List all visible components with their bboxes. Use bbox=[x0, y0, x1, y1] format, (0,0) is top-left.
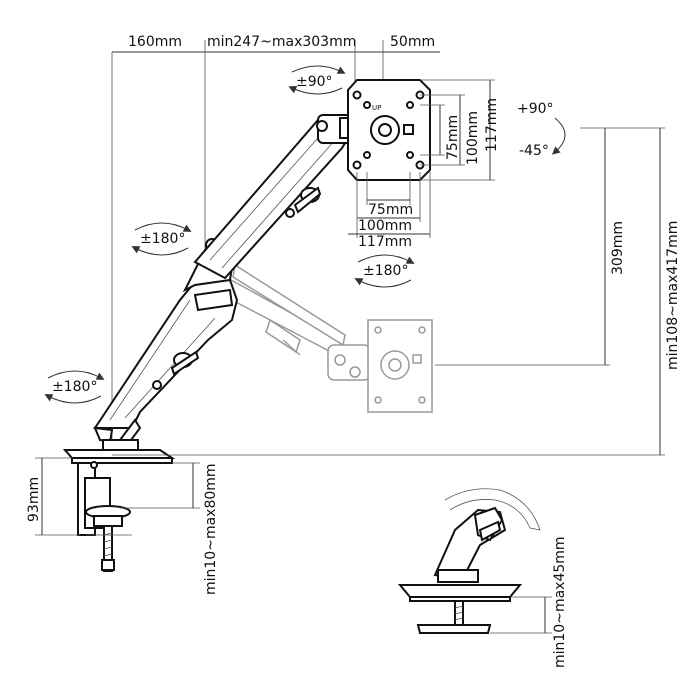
tilt-down-label: -45° bbox=[519, 143, 549, 159]
tilt-up-label: +90° bbox=[517, 101, 554, 117]
vesa-h-75-label: 75mm bbox=[445, 115, 461, 160]
dim-50mm-label: 50mm bbox=[390, 34, 435, 50]
vesa-w-100-label: 100mm bbox=[358, 218, 412, 234]
vesa-width-dims bbox=[348, 172, 431, 238]
clamp-height-label: 93mm bbox=[26, 477, 42, 522]
rotate-upper-icon bbox=[131, 222, 192, 256]
ghost-arm-lowered bbox=[220, 263, 433, 413]
grommet-mount bbox=[397, 488, 541, 634]
height-range-label: min108~max417mm bbox=[665, 221, 681, 370]
clamp-dims bbox=[35, 457, 200, 536]
height-dims bbox=[112, 127, 665, 456]
vesa-w-75-label: 75mm bbox=[368, 202, 413, 218]
rotate-head-icon bbox=[288, 65, 346, 95]
height-309-label: 309mm bbox=[610, 221, 626, 275]
rot-base-label: ±180° bbox=[52, 379, 97, 395]
rot-upper-label: ±180° bbox=[140, 231, 185, 247]
dim-arm-length-label: min247~max303mm bbox=[207, 34, 356, 50]
main-arm bbox=[93, 114, 357, 446]
vesa-w-117-label: 117mm bbox=[358, 234, 412, 250]
tilt-icon bbox=[551, 117, 566, 155]
dim-160mm-label: 160mm bbox=[128, 34, 182, 50]
clamp-range-label: min10~max80mm bbox=[203, 463, 219, 595]
rotate-base-icon bbox=[44, 370, 105, 404]
top-dimension-lines bbox=[111, 40, 440, 455]
up-marker: UP bbox=[372, 104, 381, 112]
grommet-dims bbox=[490, 596, 552, 634]
vesa-h-117-label: 117mm bbox=[484, 98, 500, 152]
vesa-h-100-label: 100mm bbox=[465, 111, 481, 165]
desk-clamp-base bbox=[62, 439, 176, 572]
vesa-plate: UP bbox=[347, 79, 431, 181]
rot-mid-label: ±180° bbox=[363, 263, 408, 279]
rotate-mid-icon bbox=[354, 254, 415, 288]
grommet-range-label: min10~max45mm bbox=[552, 536, 568, 668]
rot-head-label: ±90° bbox=[296, 74, 333, 90]
vesa-height-dims bbox=[420, 79, 495, 181]
